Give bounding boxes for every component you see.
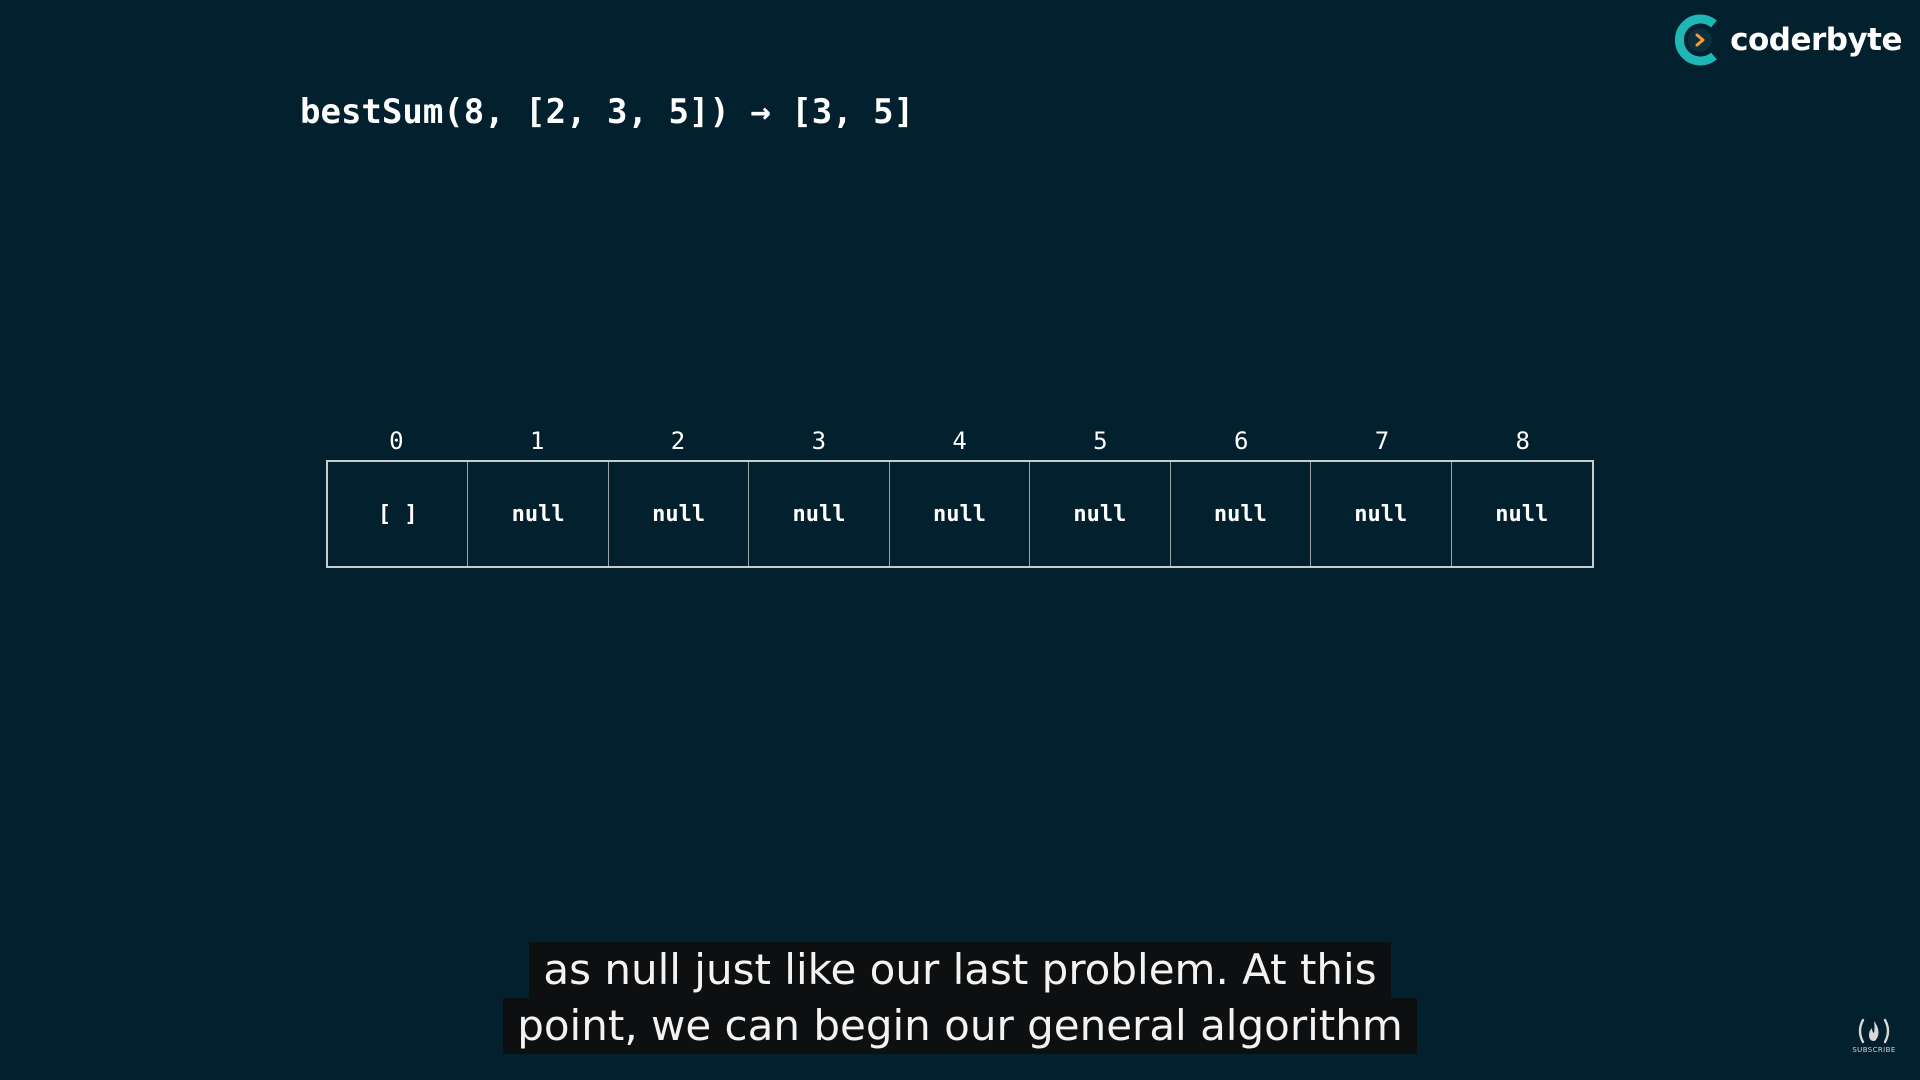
page-title: bestSum(8, [2, 3, 5]) → [3, 5] <box>300 92 915 132</box>
table-cell: null <box>609 462 750 566</box>
freecodecamp-flame-icon <box>1858 1018 1890 1044</box>
memo-table: 0 1 2 3 4 5 6 7 8 [ ] null null null nul… <box>326 422 1594 568</box>
table-cell: null <box>749 462 890 566</box>
table-cell: null <box>1030 462 1171 566</box>
logo-text: coderbyte <box>1730 22 1902 58</box>
table-cell: null <box>1311 462 1452 566</box>
table-index: 3 <box>811 427 827 455</box>
table-index: 2 <box>670 427 686 455</box>
table-index: 1 <box>529 427 545 455</box>
caption-line: point, we can begin our general algorith… <box>503 998 1417 1054</box>
video-caption: as null just like our last problem. At t… <box>0 942 1920 1054</box>
coderbyte-logo: coderbyte <box>1674 14 1902 66</box>
table-value-row: [ ] null null null null null null null n… <box>326 460 1594 568</box>
subscribe-badge[interactable]: SUBSCRIBE <box>1852 1016 1896 1054</box>
table-index: 0 <box>389 427 404 455</box>
table-cell: null <box>468 462 609 566</box>
table-cell: null <box>1171 462 1312 566</box>
coderbyte-logo-icon <box>1674 14 1717 66</box>
table-index: 5 <box>1093 427 1108 455</box>
table-cell: null <box>1495 501 1549 527</box>
table-index: 7 <box>1374 427 1390 455</box>
caption-line: as null just like our last problem. At t… <box>529 942 1391 998</box>
table-index: 8 <box>1515 427 1530 455</box>
table-index: 6 <box>1233 427 1249 455</box>
subscribe-label: SUBSCRIBE <box>1852 1046 1896 1054</box>
table-index-row: 0 1 2 3 4 5 6 7 8 <box>326 422 1594 460</box>
table-cell: [ ] <box>328 462 469 566</box>
table-index: 4 <box>952 427 967 455</box>
table-cell: null <box>890 462 1031 566</box>
